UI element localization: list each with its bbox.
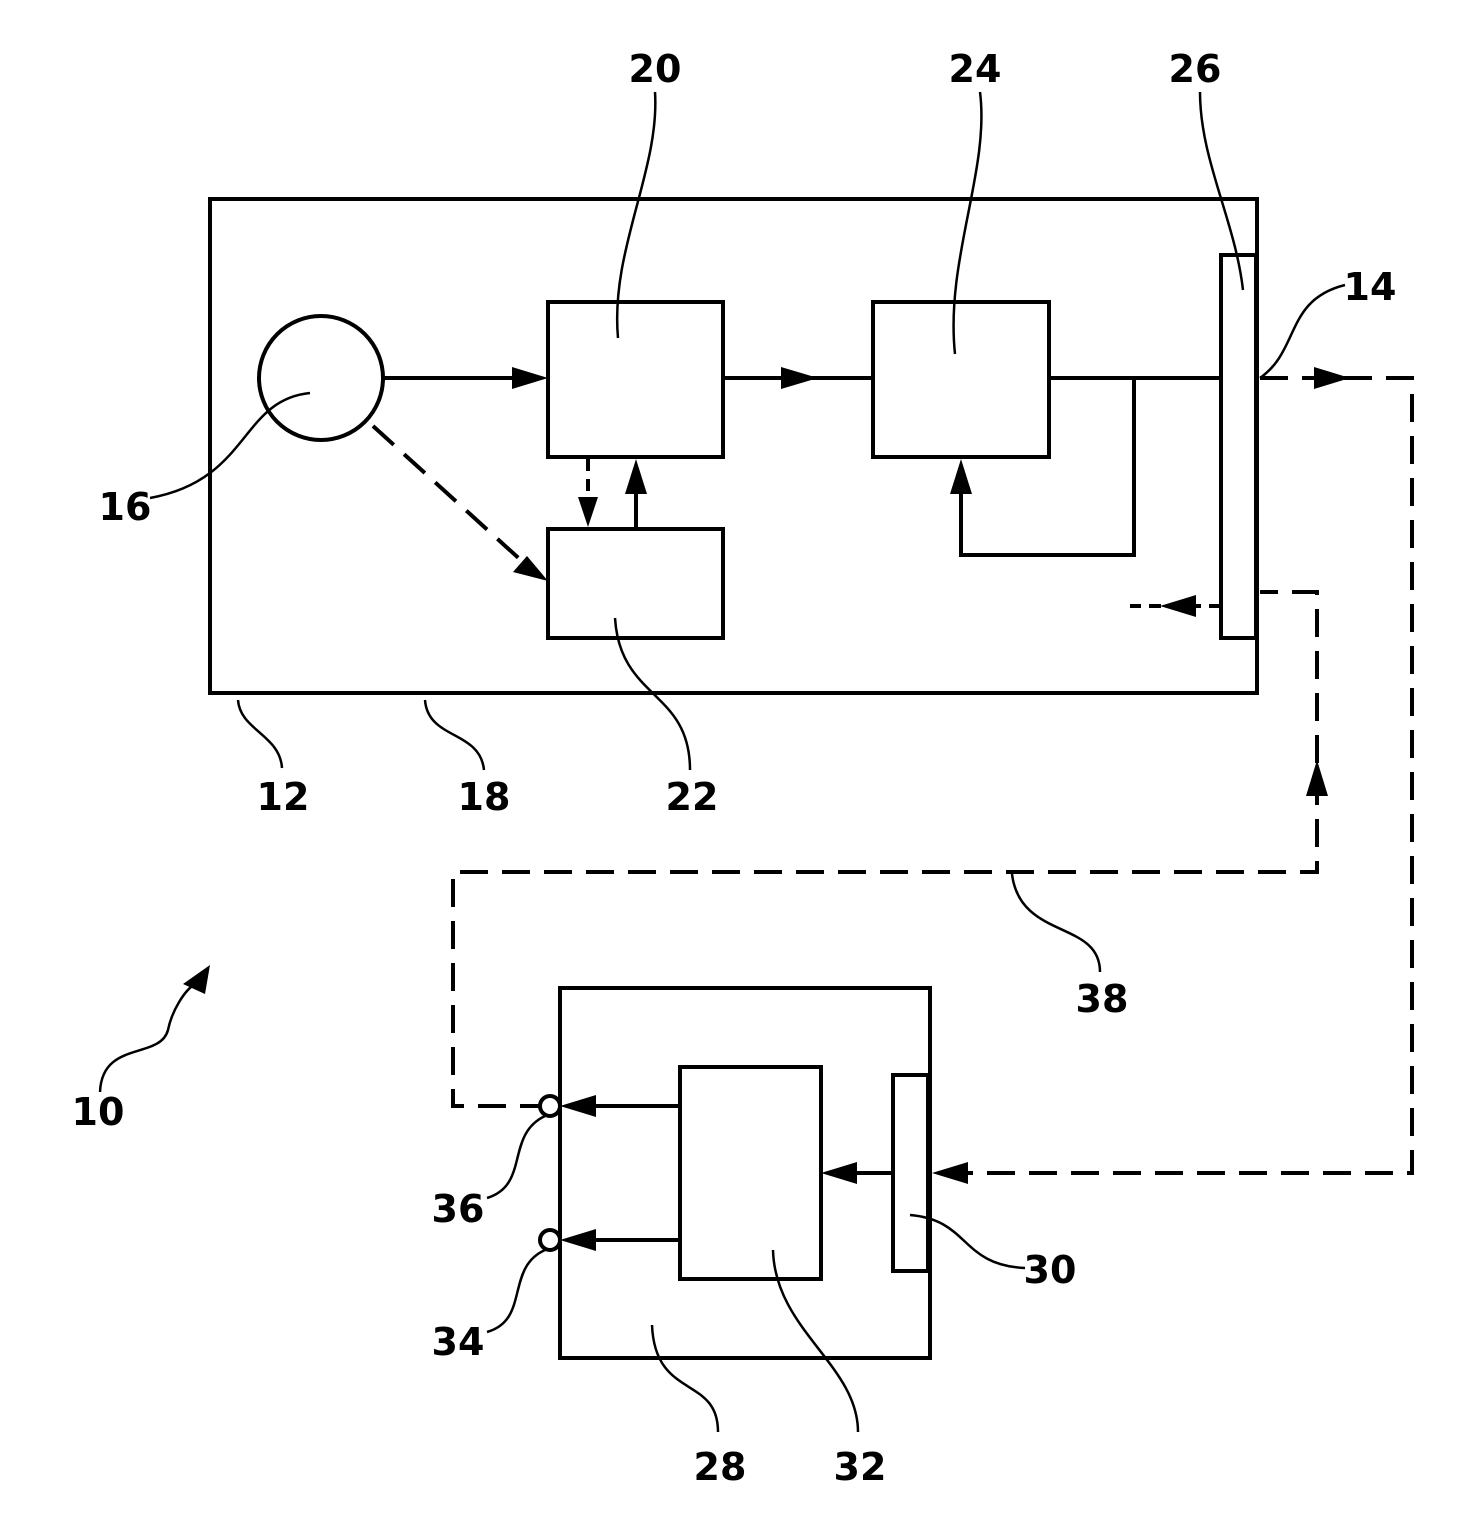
leader-12 [238, 700, 282, 768]
interface-bar-30 [893, 1075, 928, 1271]
label-24: 24 [949, 47, 1002, 91]
terminal-34 [540, 1230, 560, 1250]
label-16: 16 [99, 485, 152, 529]
leader-18 [425, 700, 484, 770]
leader-10 [100, 984, 195, 1092]
label-32: 32 [834, 1445, 887, 1489]
label-10: 10 [72, 1090, 125, 1134]
label-34: 34 [432, 1320, 485, 1364]
label-30: 30 [1024, 1248, 1077, 1292]
device-housing-12 [210, 199, 1257, 693]
leader-38 [1012, 874, 1100, 972]
source-circle-16 [259, 316, 383, 440]
label-14: 14 [1344, 265, 1397, 309]
label-20: 20 [629, 47, 682, 91]
block-24 [873, 302, 1049, 457]
leader-34 [487, 1250, 545, 1332]
leader-36 [487, 1116, 545, 1198]
block-20 [548, 302, 723, 457]
label-36: 36 [432, 1187, 485, 1231]
label-22: 22 [666, 775, 719, 819]
interface-bar-26 [1221, 255, 1256, 638]
block-32 [680, 1067, 821, 1279]
label-28: 28 [694, 1445, 747, 1489]
label-18: 18 [458, 775, 511, 819]
label-12: 12 [257, 775, 310, 819]
label-38: 38 [1076, 977, 1129, 1021]
label-26: 26 [1169, 47, 1222, 91]
leader-14 [1260, 285, 1345, 378]
terminal-36 [540, 1096, 560, 1116]
block-22 [548, 529, 723, 638]
